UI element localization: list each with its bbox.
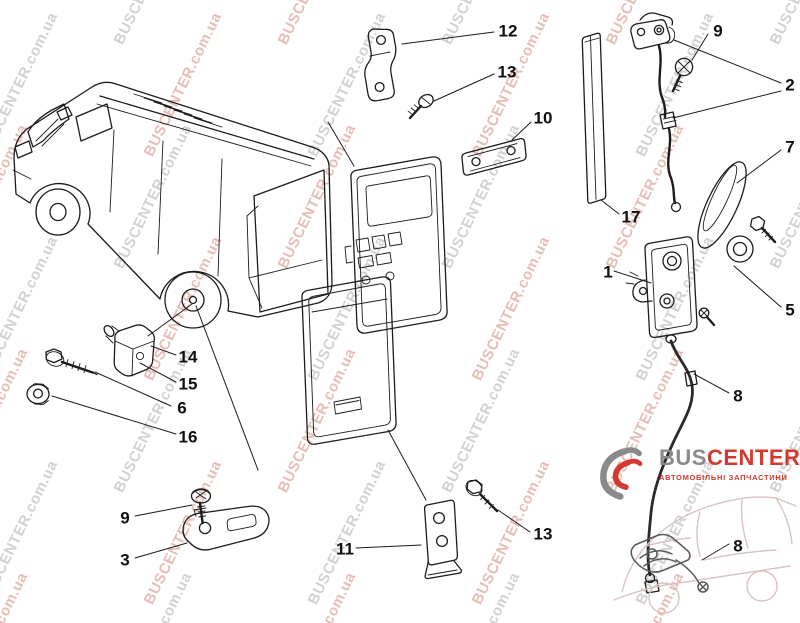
callout-16: 16 <box>178 427 198 447</box>
part-10-striker-plate <box>461 138 527 176</box>
part-7-door-handle <box>697 161 754 263</box>
part-12-hinge-bracket <box>364 28 397 102</box>
handle-bolt <box>749 215 777 244</box>
callout-12: 12 <box>498 21 518 41</box>
part-6-bolt <box>45 348 98 376</box>
callout-14: 14 <box>178 347 198 367</box>
buscenter-logo-text: BUSCENTER АВТОМОБІЛЬНІ ЗАПЧАСТИНИ <box>659 445 800 483</box>
brand-name: BUSCENTER <box>659 445 800 470</box>
part-9-screw-bottom <box>190 488 212 525</box>
part-2-lock-rod-assembly <box>630 12 682 213</box>
part-3-bracket-plate <box>182 505 270 551</box>
brand-tagline: АВТОМОБІЛЬНІ ЗАПЧАСТИНИ <box>659 473 788 483</box>
callout-13-bottom: 13 <box>533 524 553 544</box>
part-13-bolt-bottom <box>465 479 499 513</box>
callout-7: 7 <box>785 137 795 157</box>
brand-name-red: CENTER <box>706 445 800 470</box>
door-upper-panel <box>344 156 448 334</box>
part-13-screw-top <box>407 93 434 120</box>
car-sketch <box>613 496 797 614</box>
callout-5: 5 <box>785 300 795 320</box>
callout-8-lower: 8 <box>733 536 743 556</box>
door-lower-panel <box>301 276 397 445</box>
leader-lines <box>51 31 782 561</box>
part-11-l-bracket <box>423 499 463 580</box>
part-9-screw-top <box>671 57 694 93</box>
part-16-flanged-nut <box>26 383 50 406</box>
callout-17: 17 <box>621 207 641 227</box>
callout-9-top: 9 <box>713 21 723 41</box>
callout-8-upper: 8 <box>733 386 743 406</box>
buscenter-logo-mark <box>600 447 643 500</box>
part-1-lock-mechanism <box>625 236 716 339</box>
callout-13-top: 13 <box>497 62 517 82</box>
callout-3: 3 <box>120 550 130 570</box>
buscenter-logo: BUSCENTER АВТОМОБІЛЬНІ ЗАПЧАСТИНИ <box>596 445 800 502</box>
callout-1: 1 <box>603 262 613 282</box>
callout-2: 2 <box>785 75 795 95</box>
callout-15: 15 <box>178 374 198 394</box>
part-17-guide-rail <box>581 32 607 204</box>
callout-9-bottom: 9 <box>120 508 130 528</box>
callout-11: 11 <box>336 539 354 559</box>
latch-sketch <box>630 533 709 593</box>
callout-6: 6 <box>177 398 187 418</box>
part-14-striker <box>103 324 155 377</box>
callout-10: 10 <box>533 108 553 128</box>
van-illustration <box>12 81 333 329</box>
brand-name-gray: BUS <box>659 445 707 470</box>
part-8-release-cable <box>644 334 698 594</box>
